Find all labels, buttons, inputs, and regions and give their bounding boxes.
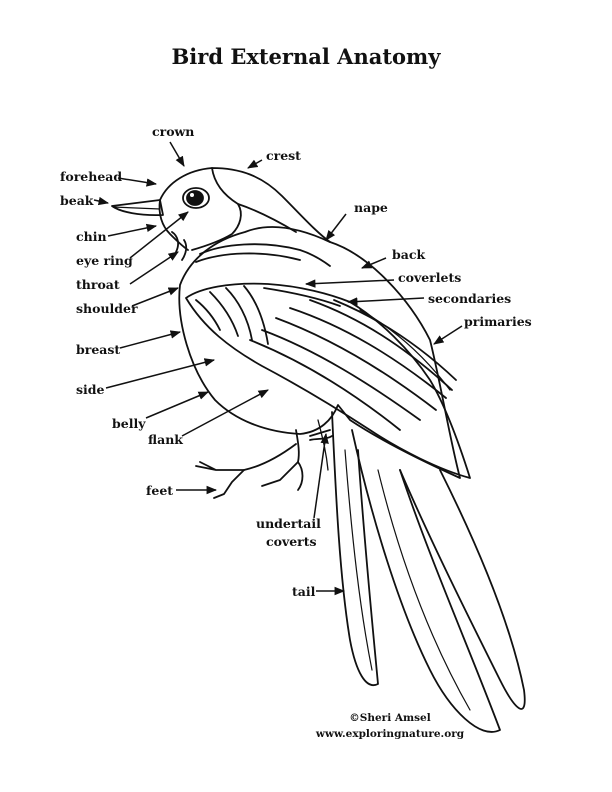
label-forehead: forehead: [60, 169, 122, 184]
leg: [261, 429, 300, 487]
label-shoulder: shoulder: [76, 301, 138, 316]
label-back: back: [392, 247, 425, 262]
arrow-beak: [93, 196, 110, 206]
credit-website: www.exploringnature.org: [315, 728, 465, 740]
eye-ring-shape: [182, 187, 210, 209]
arrow-shoulder: [131, 287, 179, 307]
page-title: Bird External Anatomy: [171, 44, 441, 69]
label-nape: nape: [354, 200, 388, 215]
label-breast: breast: [76, 342, 120, 357]
arrow-chin: [107, 223, 158, 237]
label-feet: feet: [146, 483, 173, 498]
arrow-back: [361, 257, 387, 269]
bird-illustration: [111, 167, 526, 733]
label-belly: belly: [112, 416, 146, 431]
labels: crown crest forehead beak nape chin eye …: [60, 124, 532, 599]
label-eye-ring: eye ring: [76, 253, 133, 268]
tail-feather-2: [351, 429, 501, 733]
arrow-forehead: [117, 177, 158, 187]
arrow-side: [105, 358, 216, 389]
tail-feathers: [331, 411, 379, 687]
label-side: side: [76, 382, 105, 397]
arrow-eye-ring: [129, 211, 189, 259]
label-crown: crown: [152, 124, 194, 139]
label-flank: flank: [148, 432, 183, 447]
arrow-breast: [119, 330, 182, 349]
arrow-flank: [181, 389, 269, 437]
label-secondaries: secondaries: [428, 291, 511, 306]
beak-shape: [111, 199, 164, 217]
arrow-belly: [145, 391, 209, 419]
arrow-crest: [247, 159, 263, 169]
arrow-nape: [325, 213, 347, 241]
wing-outline: [185, 282, 471, 479]
arrow-coverlets: [304, 279, 395, 288]
tail-feather-3: [399, 469, 526, 710]
label-crest: crest: [266, 148, 301, 163]
label-throat: throat: [76, 277, 120, 292]
label-undertail-line2: coverts: [266, 534, 317, 549]
label-chin: chin: [76, 229, 107, 244]
label-arrows: [93, 141, 463, 596]
label-tail: tail: [292, 584, 316, 599]
credit-author: ©Sheri Amsel: [349, 712, 431, 724]
body-outline: [178, 226, 461, 479]
label-undertail-line1: undertail: [256, 516, 321, 531]
label-beak: beak: [60, 193, 94, 208]
label-primaries: primaries: [464, 314, 532, 329]
head-outline: [159, 167, 331, 243]
arrow-undertail-coverts: [313, 432, 329, 519]
arrow-primaries: [433, 325, 463, 345]
eye: [186, 190, 204, 206]
label-coverlets: coverlets: [398, 270, 461, 285]
arrow-crown: [169, 141, 185, 167]
arrow-throat: [129, 251, 179, 285]
arrow-secondaries: [346, 297, 425, 306]
